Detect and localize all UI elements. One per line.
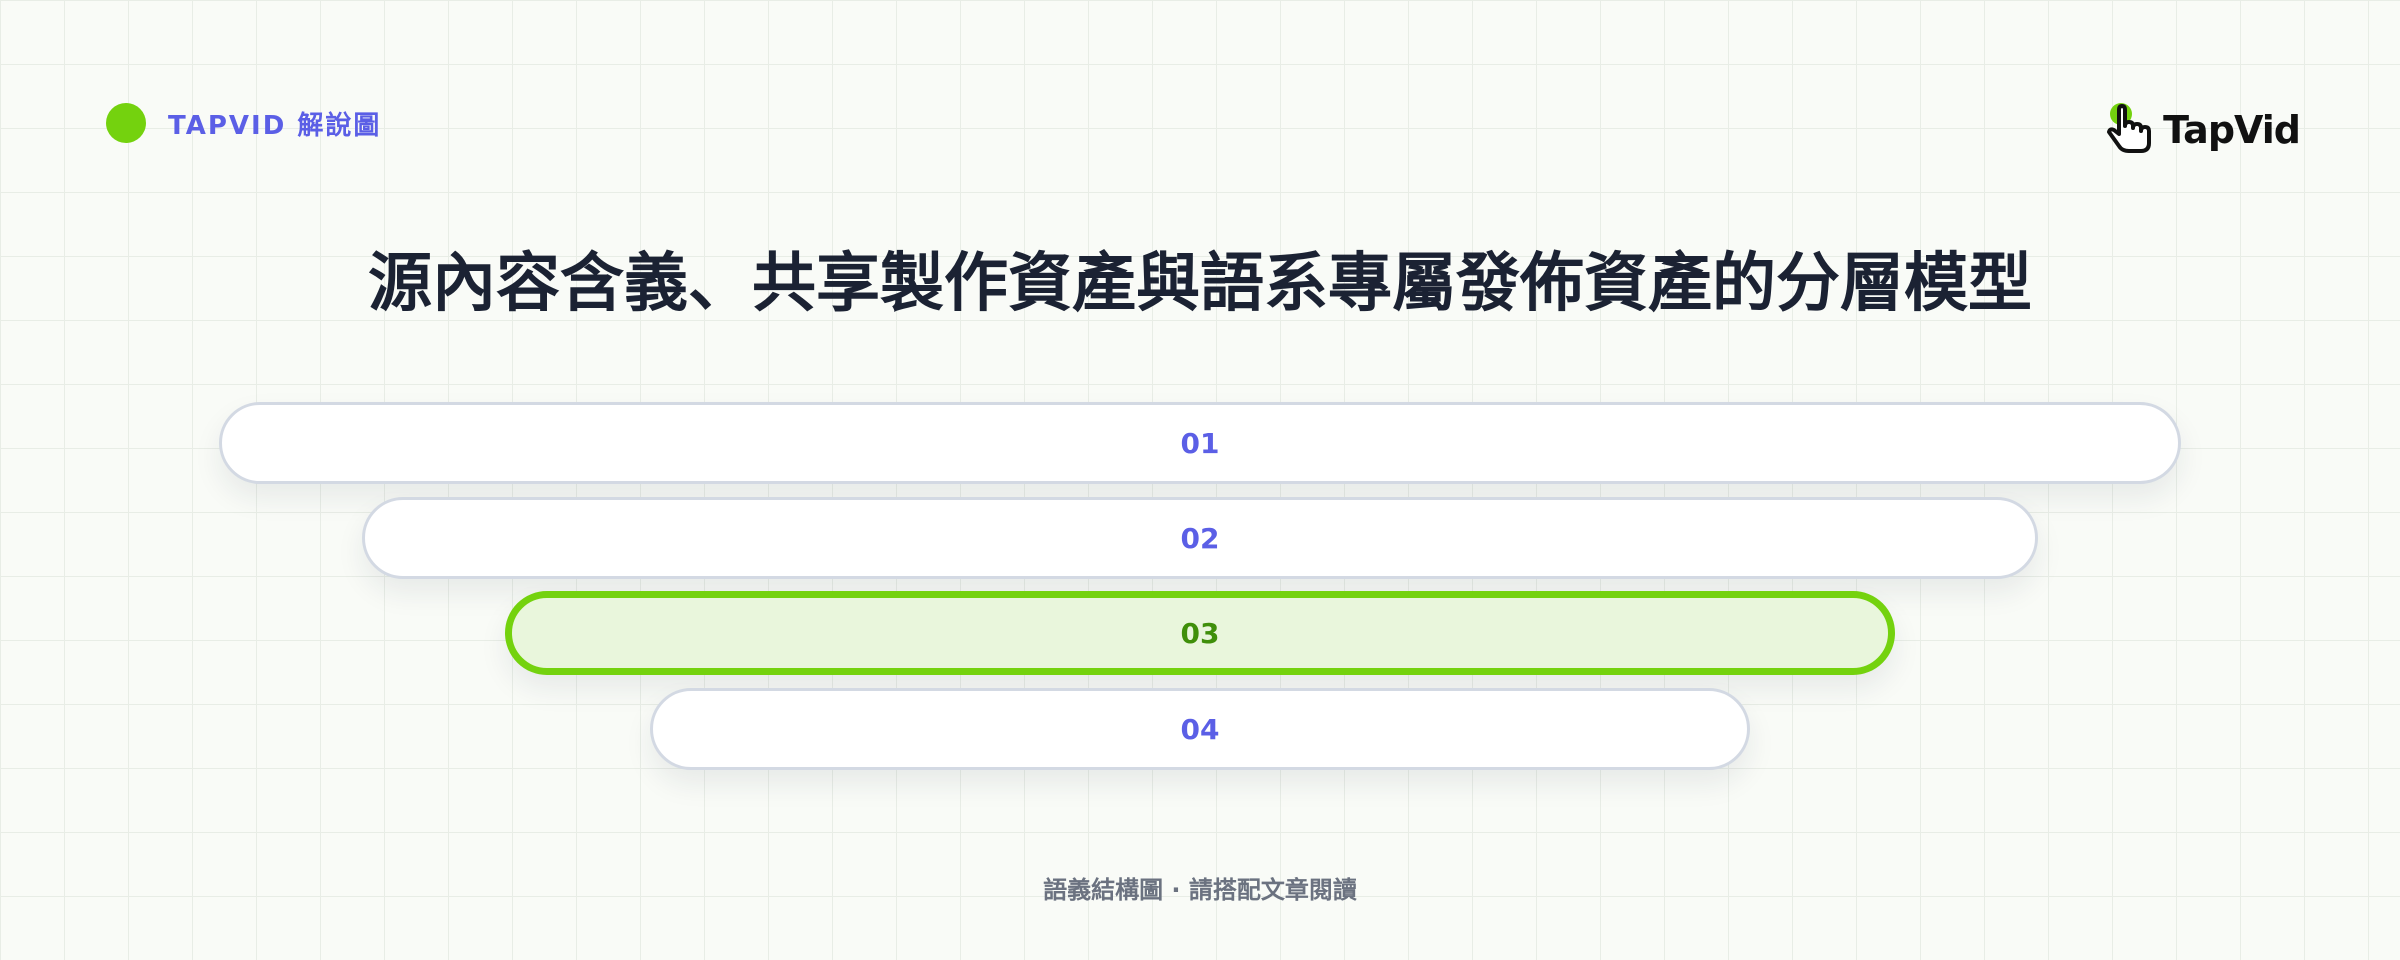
page-title: 源內容含義、共享製作資產與語系專屬發佈資產的分層模型 bbox=[368, 247, 2032, 321]
footer-caption: 語義結構圖 · 請搭配文章閱讀 bbox=[1043, 876, 1357, 904]
pointer-hand-icon bbox=[2107, 103, 2152, 153]
brand-dot-icon bbox=[106, 103, 146, 143]
layer-number: 03 bbox=[1180, 616, 1220, 650]
layer-number: 02 bbox=[1180, 521, 1220, 555]
layer-number: 01 bbox=[1180, 426, 1220, 460]
layer-number: 04 bbox=[1180, 712, 1220, 746]
tapvid-logo: TapVid bbox=[2103, 100, 2301, 160]
layer-02[interactable]: 02 bbox=[362, 497, 2038, 579]
brand-tag: TAPVID 解說圖 bbox=[106, 103, 381, 143]
layer-01[interactable]: 01 bbox=[219, 402, 2181, 484]
layer-03[interactable]: 03 bbox=[505, 591, 1895, 675]
layer-04[interactable]: 04 bbox=[650, 688, 1750, 770]
brand-tag-label: TAPVID 解說圖 bbox=[168, 110, 382, 141]
logo-wordmark: TapVid bbox=[2163, 108, 2301, 152]
